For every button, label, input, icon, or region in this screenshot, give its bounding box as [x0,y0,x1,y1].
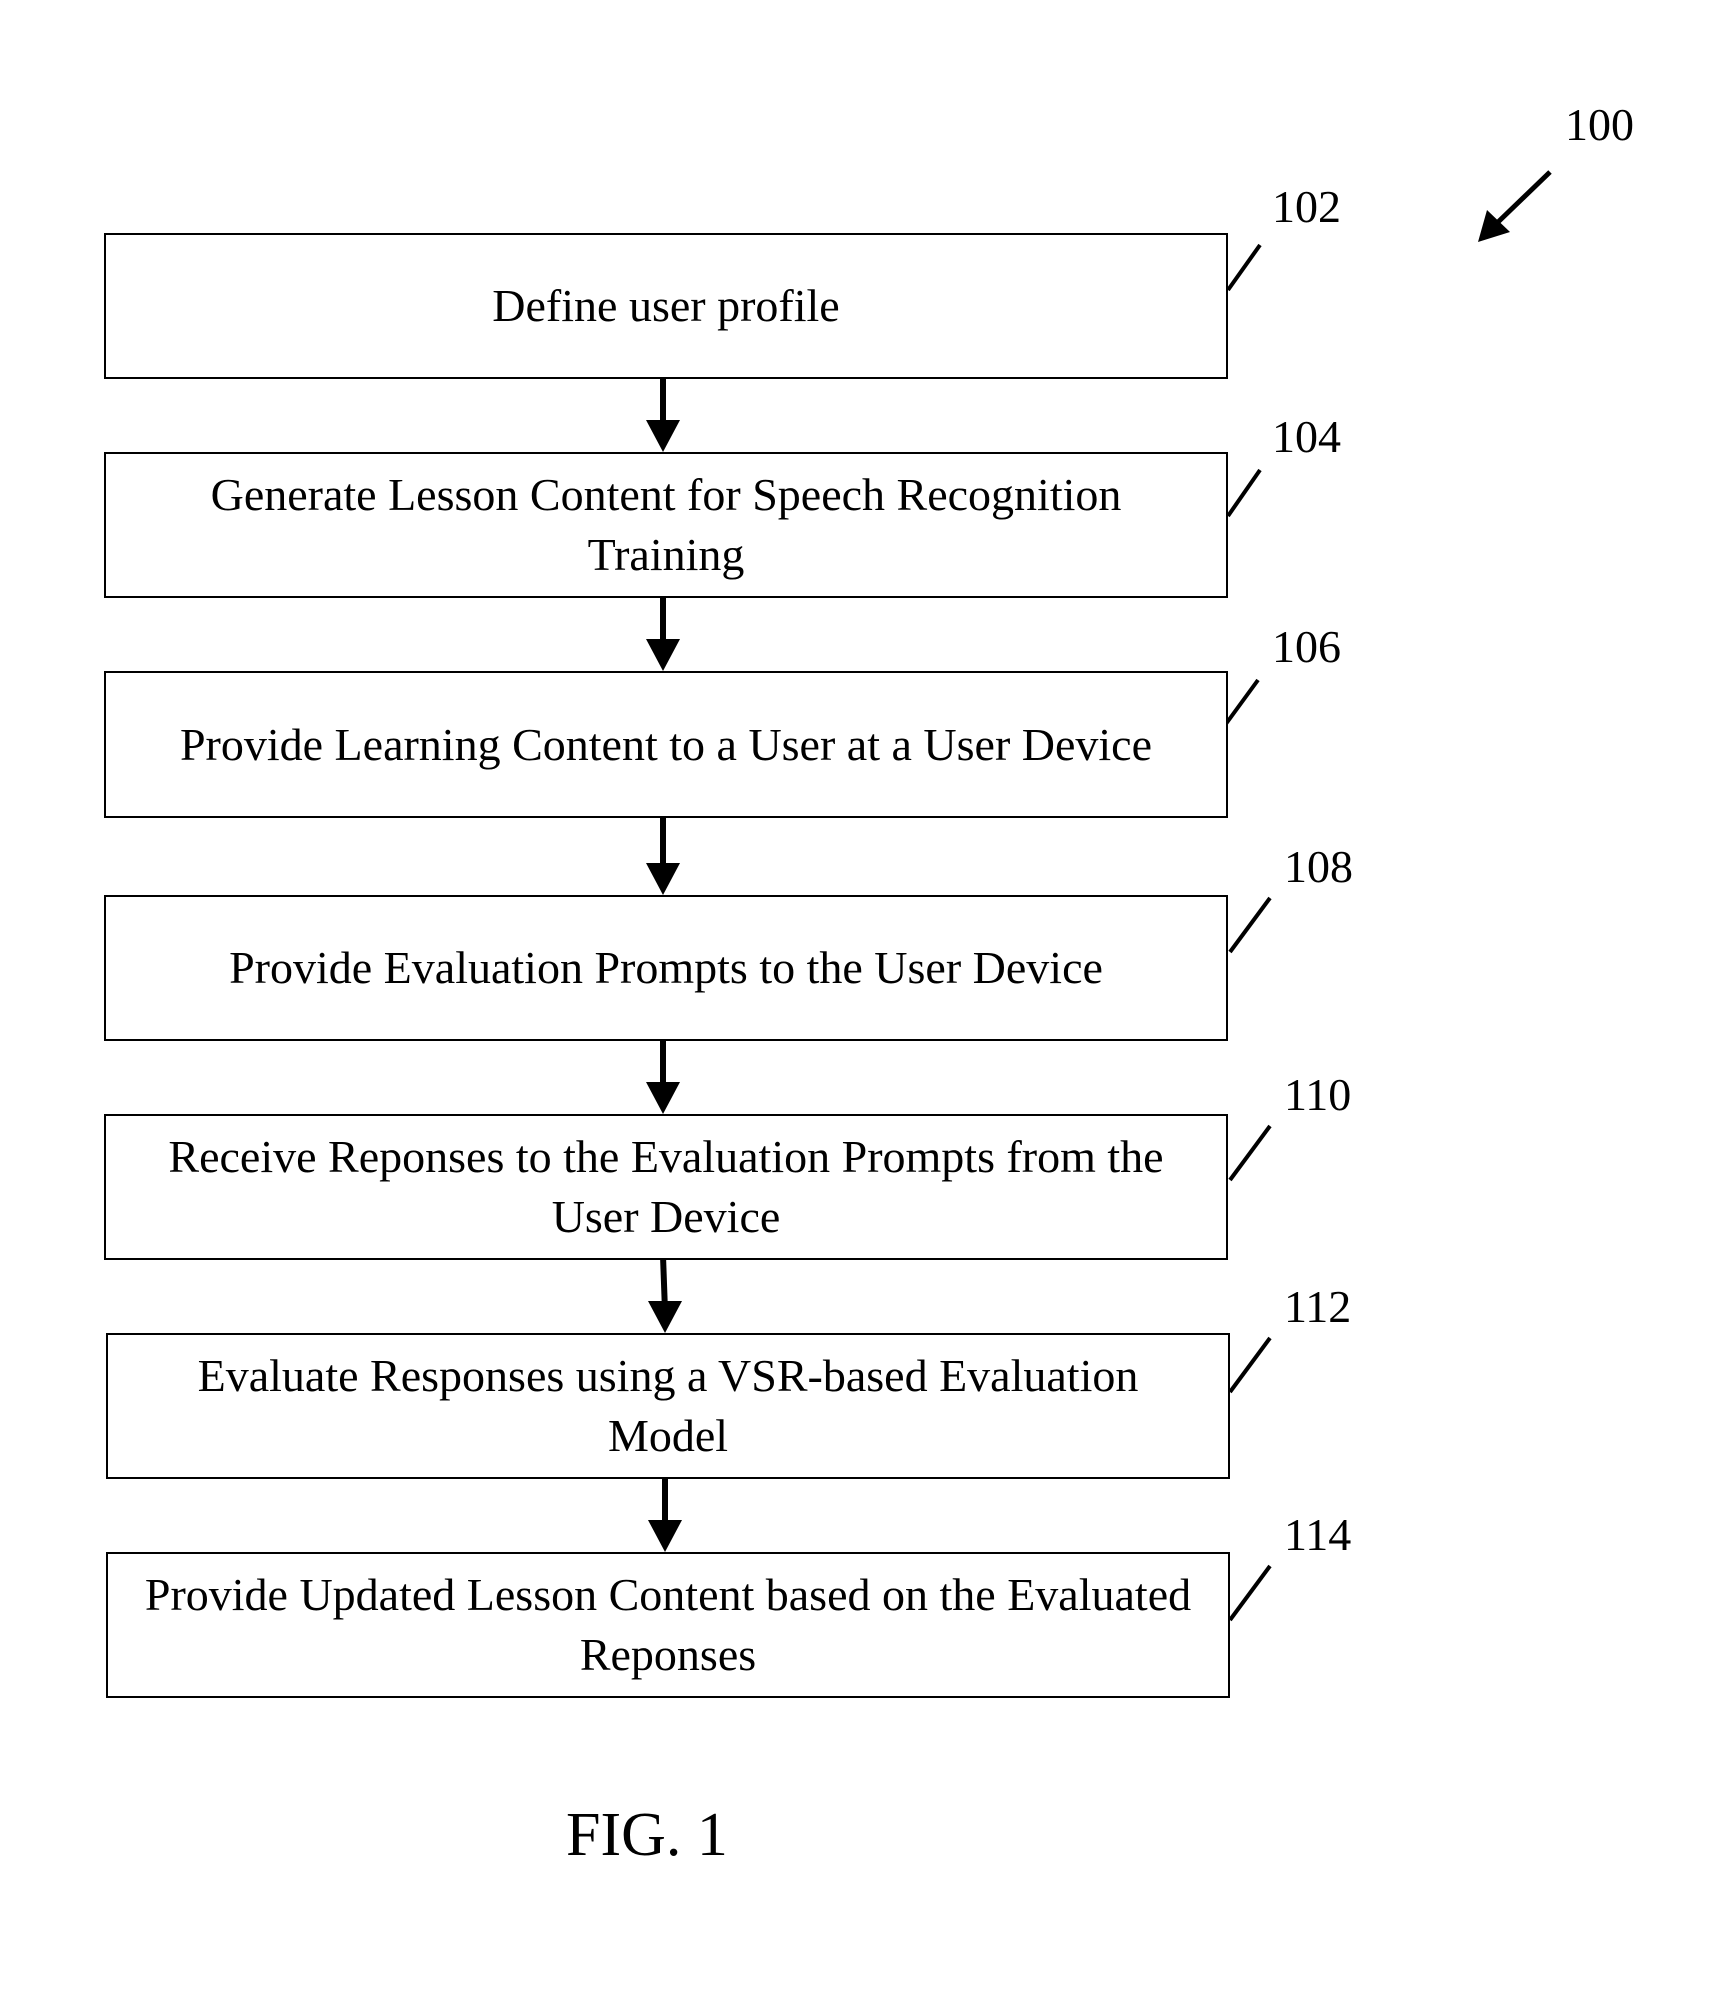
leader-line-112 [1228,1336,1272,1394]
figure-ref-label: 100 [1565,99,1634,150]
leader-line-114 [1228,1564,1272,1622]
step-box-110: Receive Reponses to the Evaluation Promp… [104,1114,1228,1260]
flow-arrow-112-114 [648,1475,682,1552]
step-box-108: Provide Evaluation Prompts to the User D… [104,895,1228,1041]
leader-line-108 [1228,896,1272,954]
step-text-112: Evaluate Responses using a VSR-based Eva… [197,1350,1139,1461]
ref-label-112: 112 [1284,1281,1352,1332]
flow-arrow-106-108 [646,818,680,895]
leader-line-110 [1228,1124,1272,1182]
step-box-102: Define user profile [104,233,1228,379]
flow-arrow-108-110 [646,1037,680,1114]
figure-caption: FIG. 1 [566,1801,728,1869]
step-box-112: Evaluate Responses using a VSR-based Eva… [106,1333,1230,1479]
step-text-110: Receive Reponses to the Evaluation Promp… [168,1131,1164,1242]
step-text-114: Provide Updated Lesson Content based on … [144,1569,1192,1680]
ref-label-104: 104 [1272,411,1341,462]
flow-arrow-102-104 [646,375,680,452]
figure-ref-arrow [1478,170,1552,242]
ref-label-114: 114 [1284,1509,1352,1560]
ref-label-110: 110 [1284,1069,1352,1120]
step-text-104: Generate Lesson Content for Speech Recog… [210,469,1122,580]
ref-label-102: 102 [1272,181,1341,232]
step-text-108: Provide Evaluation Prompts to the User D… [229,942,1103,993]
flow-arrow-110-112 [648,1255,682,1333]
step-box-104: Generate Lesson Content for Speech Recog… [104,452,1228,598]
step-box-106: Provide Learning Content to a User at a … [104,671,1228,818]
step-text-106: Provide Learning Content to a User at a … [179,718,1153,770]
step-box-114: Provide Updated Lesson Content based on … [106,1552,1230,1698]
step-text-102: Define user profile [492,280,840,331]
ref-label-108: 108 [1284,841,1353,892]
leader-line-102 [1226,243,1262,292]
ref-label-106: 106 [1272,621,1341,672]
leader-line-104 [1226,468,1262,518]
flow-arrow-104-106 [646,594,680,671]
